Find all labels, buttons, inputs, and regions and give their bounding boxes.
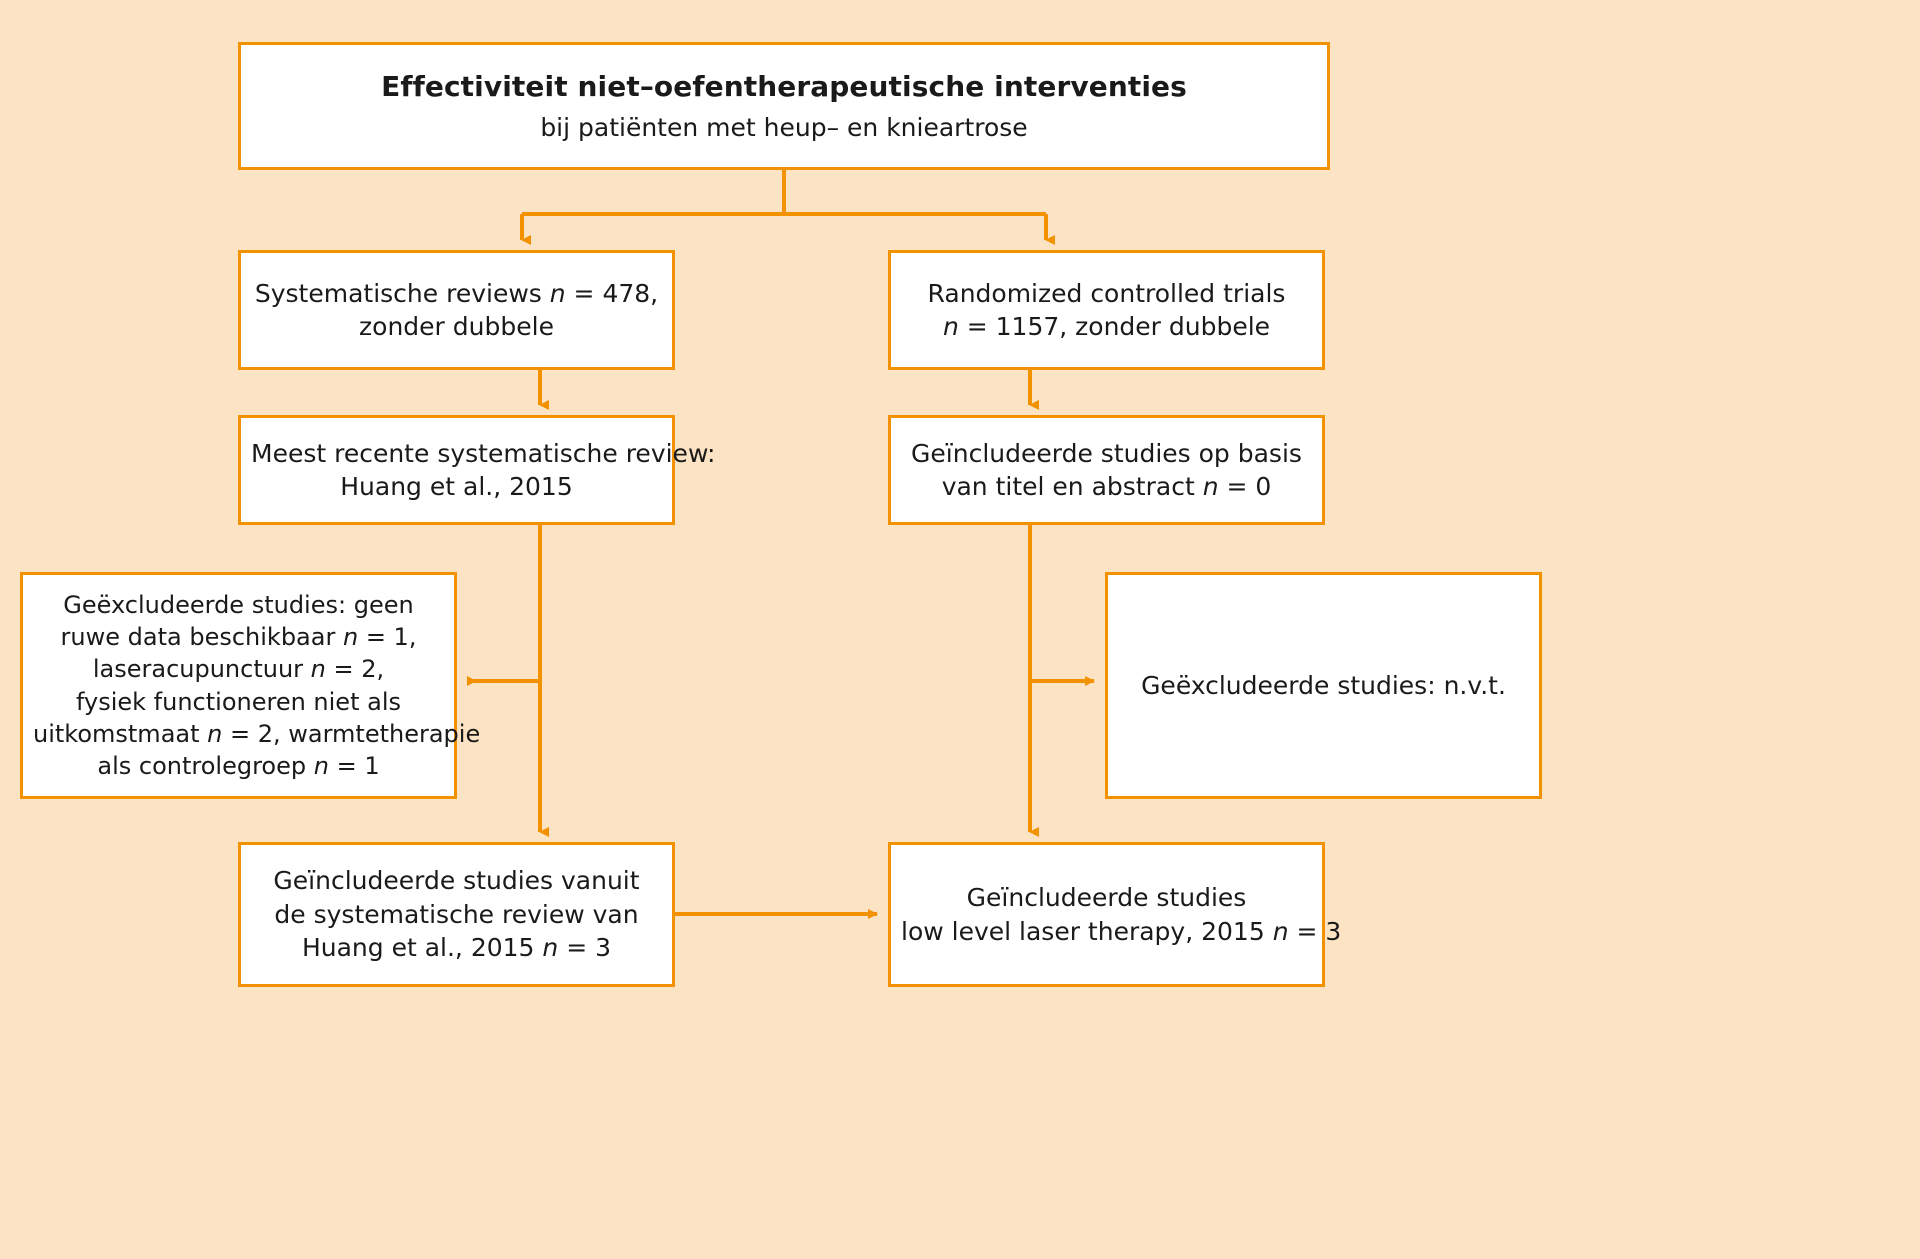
title-main-text: Effectiviteit niet–oefentherapeutische i… <box>381 69 1187 103</box>
node-line: Geïncludeerde studies op basis <box>911 438 1302 468</box>
node-line: ruwe data beschikbaar n = 1, <box>60 623 417 652</box>
node-line: Systematische reviews n = 478, <box>254 278 659 308</box>
node-line: uitkomstmaat n = 2, warmtetherapie <box>33 719 481 748</box>
node-randomized-controlled-trials: Randomized controlled trials n = 1157, z… <box>888 250 1325 370</box>
node-line: Geëxcludeerde studies: geen <box>63 591 414 620</box>
node-line: Huang et al., 2015 n = 3 <box>301 933 612 963</box>
node-line: als controlegroep n = 1 <box>97 751 380 780</box>
node-line: Meest recente systematische review: <box>251 438 716 468</box>
node-line: Huang et al., 2015 <box>340 472 573 501</box>
node-line: van titel en abstract n = 0 <box>941 472 1272 501</box>
node-line: n = 1157, zonder dubbele <box>942 312 1271 341</box>
node-excluded-left: Geëxcludeerde studies: geen ruwe data be… <box>20 572 481 799</box>
node-line: low level laser therapy, 2015 n = 3 <box>901 916 1342 946</box>
node-line: Geïncludeerde studies vanuit <box>273 866 640 896</box>
node-line: de systematische review van <box>274 899 639 929</box>
node-included-lllt: Geïncludeerde studies low level laser th… <box>888 842 1342 987</box>
node-line: zonder dubbele <box>359 312 554 341</box>
title-box: Effectiviteit niet–oefentherapeutische i… <box>238 42 1330 170</box>
node-line: Geïncludeerde studies <box>966 883 1247 912</box>
node-line: fysiek functioneren niet als <box>75 687 401 716</box>
node-most-recent-review: Meest recente systematische review: Huan… <box>238 415 716 525</box>
node-excluded-right: Geëxcludeerde studies: n.v.t. <box>1105 572 1542 799</box>
node-line: Geëxcludeerde studies: n.v.t. <box>1141 670 1506 700</box>
node-line: Randomized controlled trials <box>927 278 1286 308</box>
node-systematic-reviews: Systematische reviews n = 478, zonder du… <box>238 250 675 370</box>
node-line: laseracupunctuur n = 2, <box>92 655 385 684</box>
node-included-from-review: Geïncludeerde studies vanuit de systemat… <box>238 842 675 987</box>
node-included-title-abstract: Geïncludeerde studies op basis van titel… <box>888 415 1325 525</box>
title-sub-text: bij patiënten met heup– en knieartrose <box>540 112 1028 142</box>
